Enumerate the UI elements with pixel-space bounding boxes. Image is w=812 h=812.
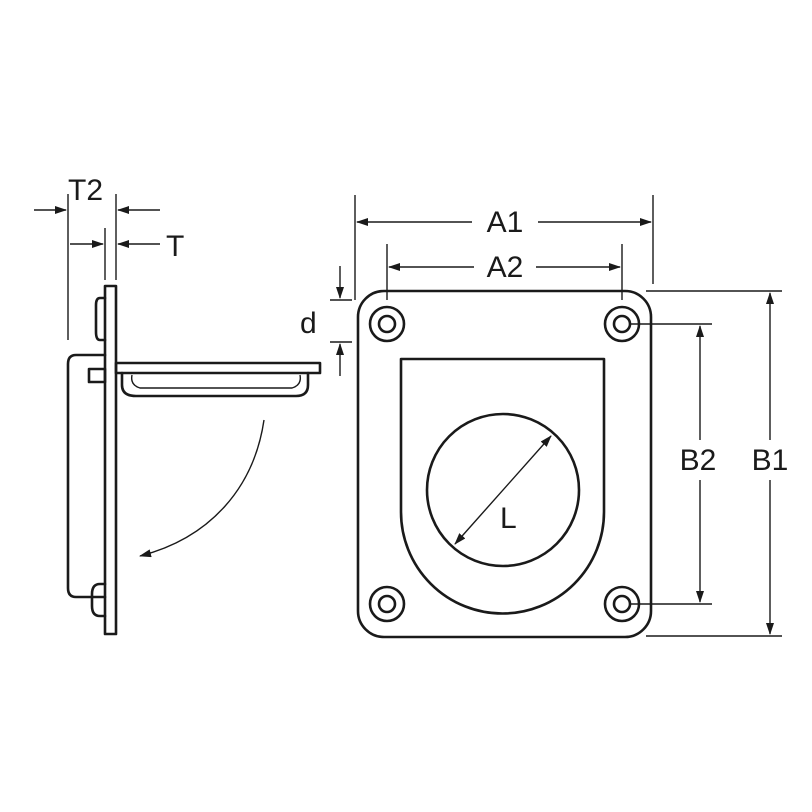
front-view: L xyxy=(356,289,653,639)
t-label: T xyxy=(166,230,184,263)
l-label: L xyxy=(500,502,517,535)
t2-label: T2 xyxy=(68,174,103,207)
a1-label: A1 xyxy=(487,206,524,239)
side-handle-grip-inner xyxy=(130,374,302,389)
side-flange-plate xyxy=(103,284,118,636)
mounting-hole-top-left xyxy=(368,305,406,343)
front-plate xyxy=(356,289,653,639)
b2-label: B2 xyxy=(680,444,717,477)
side-top-nub xyxy=(94,296,107,342)
side-hinge-pin xyxy=(87,367,107,384)
side-recess-cup xyxy=(66,353,107,599)
a2-label: A2 xyxy=(487,251,524,284)
side-handle-bar xyxy=(114,361,322,375)
side-dimensions: T2 T xyxy=(34,174,184,340)
swing-arrow xyxy=(139,419,265,558)
side-bottom-nub xyxy=(90,582,107,618)
b1-label: B1 xyxy=(752,444,789,477)
front-recess xyxy=(399,357,606,615)
front-dimensions: A1 A2 d B1 B2 xyxy=(300,195,795,637)
mounting-hole-bottom-left xyxy=(368,585,406,623)
l-diameter-arrow xyxy=(454,435,552,545)
lift-ring xyxy=(425,412,581,568)
side-handle-grip xyxy=(120,371,310,398)
side-view xyxy=(66,284,322,636)
d-label: d xyxy=(300,307,317,340)
